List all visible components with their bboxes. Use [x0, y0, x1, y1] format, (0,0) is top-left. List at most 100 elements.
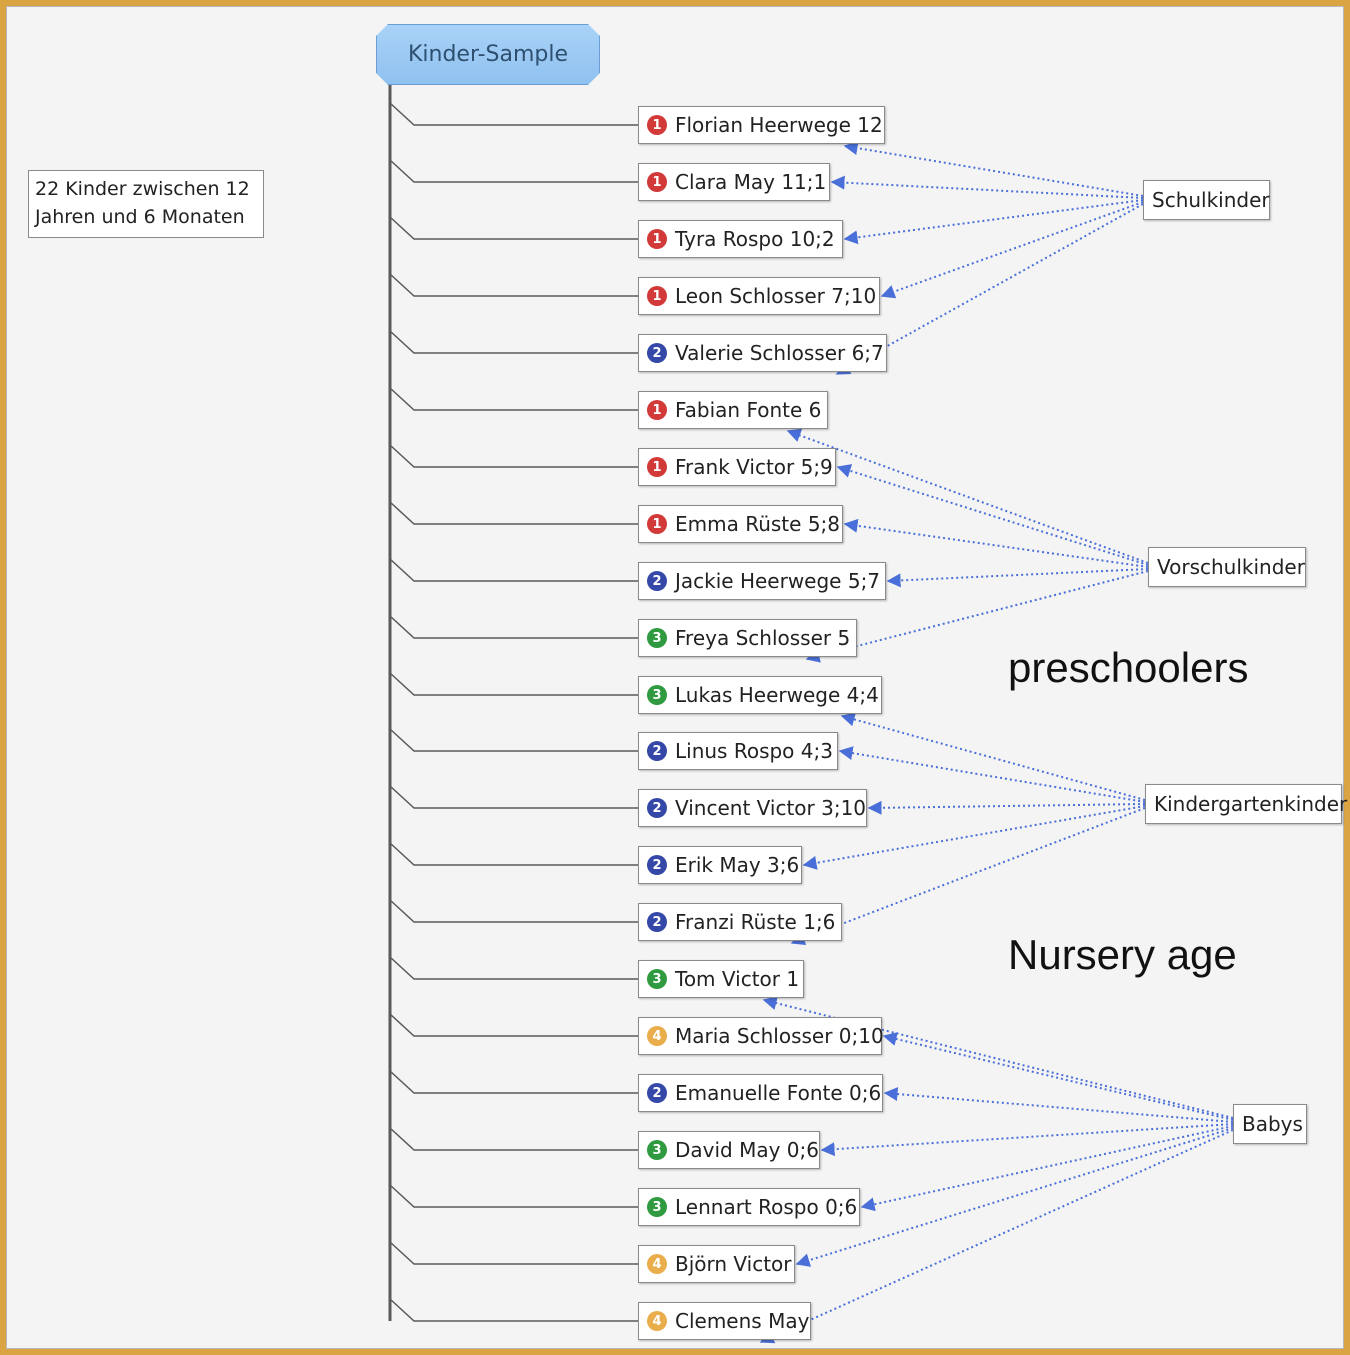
child-node[interactable]: 1 Frank Victor 5;9: [638, 448, 836, 486]
child-node-label: Erik May 3;6: [675, 853, 800, 877]
relationship-arrow: [883, 1087, 1234, 1123]
category-node-label: Babys: [1242, 1112, 1303, 1136]
child-node[interactable]: 3 Lennart Rospo 0;6: [638, 1188, 860, 1226]
relationship-arrow: [843, 141, 1144, 197]
child-node[interactable]: 4 Björn Victor: [638, 1245, 795, 1283]
branch-line: [389, 444, 638, 468]
child-node[interactable]: 2 Vincent Victor 3;10: [638, 789, 867, 827]
branch-line: [389, 1070, 638, 1094]
category-node[interactable]: Vorschulkinder: [1148, 547, 1306, 587]
priority-2-icon: 2: [647, 571, 667, 591]
category-node-label: Schulkinder: [1152, 188, 1270, 212]
priority-4-icon: 4: [647, 1311, 667, 1331]
priority-3-icon: 3: [647, 628, 667, 648]
child-node[interactable]: 4 Maria Schlosser 0;10: [638, 1017, 884, 1055]
branch-line: [389, 387, 638, 411]
child-node[interactable]: 3 David May 0;6: [638, 1131, 820, 1169]
branch-line: [389, 785, 638, 809]
annotation-nursery-age: Nursery age: [1008, 931, 1237, 978]
child-node-label: Lukas Heerwege 4;4: [675, 683, 879, 707]
child-node-label: Franzi Rüste 1;6: [675, 910, 836, 934]
branch-line: [389, 672, 638, 696]
connector-layer: [388, 81, 1234, 1344]
branch-line: [389, 558, 638, 582]
relationship-arrow: [838, 746, 1146, 803]
priority-1-icon: 1: [647, 457, 667, 477]
branch-line: [389, 728, 638, 752]
relationship-arrow: [843, 199, 1144, 245]
relationship-arrow: [820, 1123, 1234, 1157]
child-node-label: Emma Rüste 5;8: [675, 512, 840, 536]
priority-2-icon: 2: [647, 855, 667, 875]
branch-line: [389, 159, 638, 183]
branch-line: [389, 1241, 638, 1265]
relationship-arrow: [843, 518, 1149, 568]
category-node[interactable]: Schulkinder: [1143, 180, 1270, 220]
child-node[interactable]: 1 Leon Schlosser 7;10: [638, 277, 880, 315]
relationship-arrow: [759, 1129, 1234, 1344]
priority-3-icon: 3: [647, 1197, 667, 1217]
relationship-arrow: [795, 1127, 1234, 1267]
relationship-arrow: [880, 201, 1144, 299]
child-node-label: Freya Schlosser 5: [675, 626, 851, 650]
child-node[interactable]: 3 Lukas Heerwege 4;4: [638, 676, 882, 714]
child-node-label: Leon Schlosser 7;10: [675, 284, 877, 308]
summary-note[interactable]: 22 Kinder zwischen 12 Jahren und 6 Monat…: [28, 170, 264, 238]
branch-line: [389, 501, 638, 525]
priority-1-icon: 1: [647, 115, 667, 135]
branch-line: [389, 102, 638, 126]
branch-line: [389, 1127, 638, 1151]
root-node[interactable]: Kinder-Sample: [376, 24, 600, 85]
priority-1-icon: 1: [647, 229, 667, 249]
branch-line: [389, 216, 638, 240]
priority-3-icon: 3: [647, 969, 667, 989]
child-node-label: Frank Victor 5;9: [675, 455, 833, 479]
priority-4-icon: 4: [647, 1254, 667, 1274]
category-node-label: Kindergartenkinder: [1154, 792, 1348, 816]
category-node[interactable]: Kindergartenkinder: [1145, 784, 1347, 824]
priority-2-icon: 2: [647, 798, 667, 818]
child-node[interactable]: 1 Florian Heerwege 12: [638, 106, 885, 144]
relationship-arrow: [867, 800, 1146, 815]
relationship-arrow: [786, 428, 1149, 564]
child-node[interactable]: 2 Franzi Rüste 1;6: [638, 903, 842, 941]
category-node[interactable]: Babys: [1233, 1104, 1307, 1144]
child-node[interactable]: 2 Linus Rospo 4;3: [638, 732, 838, 770]
child-node-label: Florian Heerwege 12: [675, 113, 883, 137]
priority-1-icon: 1: [647, 172, 667, 192]
child-node-label: Björn Victor: [675, 1252, 792, 1276]
relationship-arrow: [762, 996, 1234, 1119]
child-node-label: Vincent Victor 3;10: [675, 796, 867, 820]
priority-1-icon: 1: [647, 286, 667, 306]
root-node-label: Kinder-Sample: [407, 42, 569, 67]
priority-4-icon: 4: [647, 1026, 667, 1046]
branch-line: [389, 899, 638, 923]
child-node-label: Tom Victor 1: [675, 967, 800, 991]
summary-note-line-1: 22 Kinder zwischen 12: [35, 178, 250, 200]
priority-3-icon: 3: [647, 1140, 667, 1160]
branch-line: [389, 1184, 638, 1208]
child-node[interactable]: 3 Freya Schlosser 5: [638, 619, 857, 657]
child-node-label: Valerie Schlosser 6;7: [675, 341, 884, 365]
child-node-label: Lennart Rospo 0;6: [675, 1195, 858, 1219]
child-node-label: David May 0;6: [675, 1138, 819, 1162]
child-node[interactable]: 3 Tom Victor 1: [638, 960, 804, 998]
branch-line: [389, 273, 638, 297]
relationship-arrow: [886, 568, 1149, 588]
summary-note-line-2: Jahren und 6 Monaten: [35, 206, 245, 228]
child-node-label: Linus Rospo 4;3: [675, 739, 833, 763]
priority-3-icon: 3: [647, 685, 667, 705]
priority-2-icon: 2: [647, 741, 667, 761]
child-node-label: Maria Schlosser 0;10: [675, 1024, 884, 1048]
branch-line: [389, 842, 638, 866]
priority-2-icon: 2: [647, 912, 667, 932]
child-node[interactable]: 2 Erik May 3;6: [638, 846, 802, 884]
